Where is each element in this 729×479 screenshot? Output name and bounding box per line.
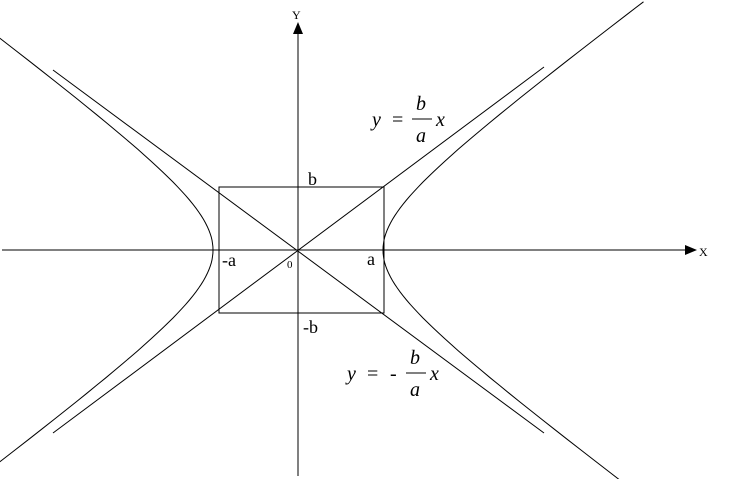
hyperbola-left-branch — [0, 37, 214, 463]
eq-lower-lhs: y — [345, 363, 356, 385]
eq-lower-variable: x — [429, 363, 439, 385]
label-b: b — [308, 169, 317, 189]
y-axis-arrow — [293, 22, 303, 34]
label-minus-b: -b — [303, 317, 318, 337]
origin-label: 0 — [287, 259, 293, 271]
equation-lower-asymptote: y = - b a x — [345, 347, 439, 401]
eq-upper-denominator: a — [416, 125, 426, 147]
label-a: a — [367, 249, 375, 269]
eq-upper-lhs: y — [370, 109, 381, 131]
asymptote-positive — [52, 66, 545, 434]
eq-lower-equals: = — [367, 363, 378, 385]
eq-upper-equals: = — [392, 109, 403, 131]
eq-lower-denominator: a — [410, 379, 420, 401]
hyperbola-right-branch — [382, 1, 644, 479]
fundamental-rectangle — [218, 186, 385, 314]
eq-upper-variable: x — [435, 109, 445, 131]
eq-upper-numerator: b — [416, 93, 426, 115]
eq-lower-numerator: b — [410, 347, 420, 369]
eq-lower-minus: - — [390, 363, 397, 385]
x-axis-label: X — [699, 245, 708, 259]
asymptote-negative — [52, 69, 545, 434]
label-minus-a: -a — [222, 250, 236, 270]
y-axis-label: Y — [292, 8, 301, 22]
equation-upper-asymptote: y = b a x — [370, 93, 445, 147]
x-axis-arrow — [685, 245, 697, 255]
